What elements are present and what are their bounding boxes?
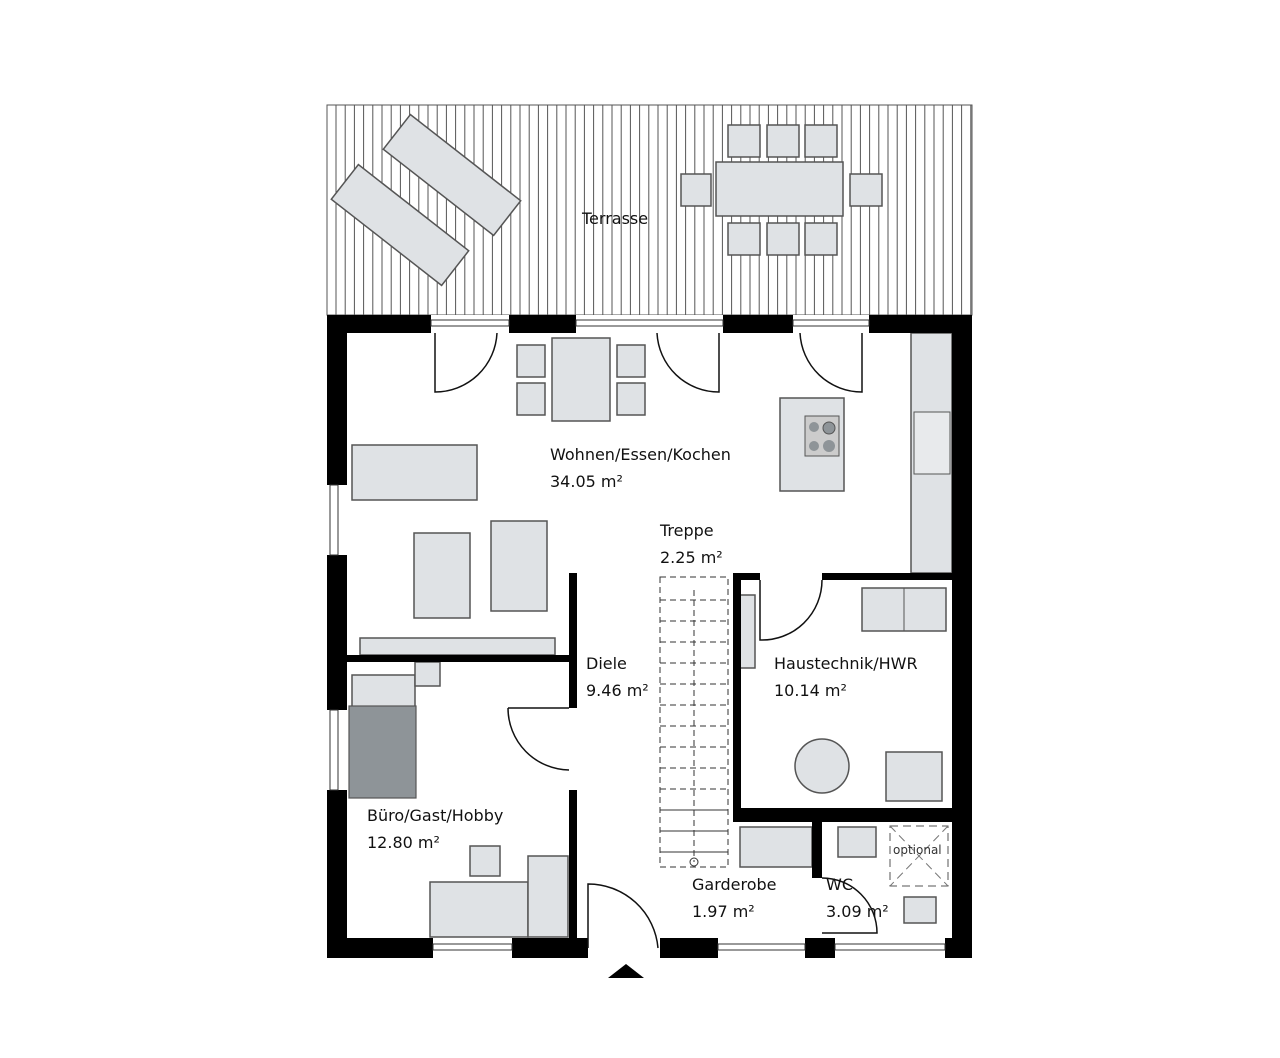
sofa bbox=[351, 444, 478, 501]
entrance-arrow-icon bbox=[608, 964, 644, 978]
room-area: 2.25 m² bbox=[660, 548, 723, 567]
desk bbox=[429, 881, 529, 938]
room-labels: Terrasse Wohnen/Essen/Kochen 34.05 m² Tr… bbox=[367, 209, 942, 921]
bed-cover bbox=[348, 705, 417, 799]
room-name: Büro/Gast/Hobby bbox=[367, 806, 503, 825]
armchair bbox=[490, 520, 548, 612]
room-name: Diele bbox=[586, 654, 627, 673]
wardrobe bbox=[739, 826, 813, 868]
dining-table bbox=[551, 337, 611, 422]
room-name: Haustechnik/HWR bbox=[774, 654, 918, 673]
room-name: WC bbox=[826, 875, 853, 894]
room-area: 10.14 m² bbox=[774, 681, 847, 700]
room-area: 3.09 m² bbox=[826, 902, 889, 921]
sun-lounger bbox=[330, 163, 470, 287]
wc-sink bbox=[837, 826, 877, 858]
water-tank bbox=[794, 738, 850, 794]
furniture bbox=[348, 332, 953, 938]
staircase bbox=[659, 576, 729, 868]
shower-optional-label: optional bbox=[893, 843, 942, 857]
room-area: 12.80 m² bbox=[367, 833, 440, 852]
heating-unit bbox=[885, 751, 943, 802]
room-name: Terrasse bbox=[581, 209, 648, 228]
room-name: Wohnen/Essen/Kochen bbox=[550, 445, 731, 464]
optional-shower bbox=[889, 825, 949, 887]
sun-lounger bbox=[382, 113, 522, 237]
room-area: 34.05 m² bbox=[550, 472, 623, 491]
walls bbox=[327, 315, 972, 958]
doors bbox=[434, 332, 878, 978]
room-name: Garderobe bbox=[692, 875, 777, 894]
toilet bbox=[903, 896, 937, 924]
room-area: 1.97 m² bbox=[692, 902, 755, 921]
room-name: Treppe bbox=[659, 521, 714, 540]
sideboard bbox=[359, 637, 556, 656]
coffee-table bbox=[413, 532, 471, 619]
terrace-dining-table bbox=[680, 124, 883, 256]
desk-chair bbox=[469, 845, 501, 877]
windows bbox=[329, 319, 946, 951]
room-area: 9.46 m² bbox=[586, 681, 649, 700]
